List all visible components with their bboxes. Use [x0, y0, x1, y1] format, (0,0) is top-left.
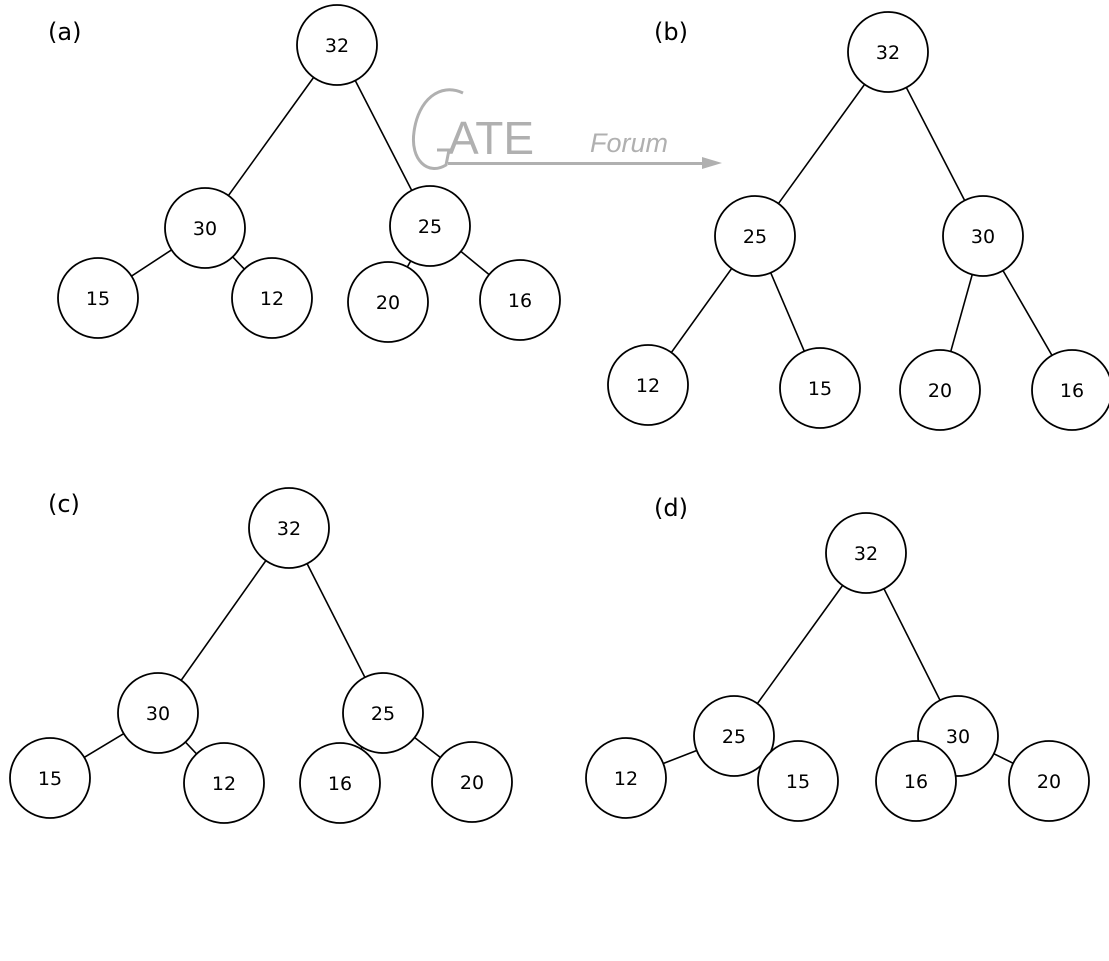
- tree-node: 12: [607, 344, 689, 426]
- node-value: 15: [808, 378, 832, 400]
- tree-node: 32: [296, 4, 378, 86]
- node-value: 12: [260, 288, 284, 310]
- node-value: 32: [876, 42, 900, 64]
- node-circle: [825, 512, 907, 594]
- panel-label-a: (a): [48, 18, 81, 46]
- tree-node: 15: [57, 257, 139, 339]
- tree-node: 25: [342, 672, 424, 754]
- tree-node: 12: [183, 742, 265, 824]
- node-value: 30: [146, 703, 170, 725]
- node-circle: [389, 185, 471, 267]
- node-circle: [248, 487, 330, 569]
- node-circle: [1031, 349, 1109, 431]
- node-value: 16: [1060, 380, 1084, 402]
- node-circle: [342, 672, 424, 754]
- tree-node: 16: [479, 259, 561, 341]
- node-value: 12: [636, 375, 660, 397]
- tree-node: 25: [389, 185, 471, 267]
- node-circle: [942, 195, 1024, 277]
- node-value: 25: [371, 703, 395, 725]
- node-circle: [757, 740, 839, 822]
- node-value: 15: [786, 771, 810, 793]
- node-value: 20: [460, 772, 484, 794]
- node-value: 30: [193, 218, 217, 240]
- tree-node: 15: [779, 347, 861, 429]
- tree-node: 30: [117, 672, 199, 754]
- panel-c: (c) 32 30 25 15 12 16 20: [9, 487, 513, 824]
- node-value: 25: [418, 216, 442, 238]
- tree-node: 12: [231, 257, 313, 339]
- panel-d: (d) 32 25 30 12 15 16 20: [585, 494, 1090, 822]
- tree-node: 12: [585, 737, 667, 819]
- tree-node: 20: [1008, 740, 1090, 822]
- node-value: 12: [614, 768, 638, 790]
- node-value: 25: [743, 226, 767, 248]
- tree-node: 15: [9, 737, 91, 819]
- tree-node: 32: [847, 11, 929, 93]
- watermark-arrow: [448, 157, 722, 169]
- node-value: 32: [277, 518, 301, 540]
- node-circle: [607, 344, 689, 426]
- gate-forum-watermark: ATE Forum: [411, 88, 722, 170]
- tree-node: 32: [825, 512, 907, 594]
- node-value: 25: [722, 726, 746, 748]
- tree-node: 30: [164, 187, 246, 269]
- node-circle: [183, 742, 265, 824]
- tree-node: 20: [899, 349, 981, 431]
- node-circle: [299, 742, 381, 824]
- node-circle: [779, 347, 861, 429]
- tree-node: 16: [875, 740, 957, 822]
- node-value: 16: [328, 773, 352, 795]
- tree-node: 32: [248, 487, 330, 569]
- node-circle: [57, 257, 139, 339]
- tree-node: 16: [1031, 349, 1109, 431]
- node-value: 30: [971, 226, 995, 248]
- node-value: 30: [946, 726, 970, 748]
- tree-node: 20: [347, 261, 429, 343]
- panel-a: (a) 32 30 25 15 12 20 16: [48, 4, 561, 343]
- node-value: 20: [1037, 771, 1061, 793]
- panel-label-c: (c): [48, 490, 80, 518]
- node-circle: [585, 737, 667, 819]
- node-circle: [164, 187, 246, 269]
- node-circle: [714, 195, 796, 277]
- node-value: 16: [508, 290, 532, 312]
- node-value: 20: [928, 380, 952, 402]
- node-circle: [296, 4, 378, 86]
- watermark-g-swash: [411, 88, 464, 170]
- node-value: 32: [854, 543, 878, 565]
- tree-node: 16: [299, 742, 381, 824]
- node-circle: [693, 695, 775, 777]
- node-value: 15: [86, 288, 110, 310]
- tree-node: 30: [942, 195, 1024, 277]
- node-circle: [9, 737, 91, 819]
- node-value: 20: [376, 292, 400, 314]
- node-circle: [117, 672, 199, 754]
- panel-label-d: (d): [654, 494, 688, 522]
- node-circle: [231, 257, 313, 339]
- node-circle: [875, 740, 957, 822]
- node-circle: [479, 259, 561, 341]
- node-circle: [431, 741, 513, 823]
- node-circle: [1008, 740, 1090, 822]
- watermark-word: Forum: [590, 128, 668, 158]
- node-circle: [899, 349, 981, 431]
- tree-node: 25: [693, 695, 775, 777]
- node-value: 16: [904, 771, 928, 793]
- panel-label-b: (b): [654, 18, 688, 46]
- panel-b: (b) 32 25 30 12 15 20 16: [607, 11, 1109, 431]
- node-circle: [847, 11, 929, 93]
- tree-node: 25: [714, 195, 796, 277]
- node-value: 12: [212, 773, 236, 795]
- node-value: 15: [38, 768, 62, 790]
- tree-node: 15: [757, 740, 839, 822]
- node-circle: [347, 261, 429, 343]
- node-value: 32: [325, 35, 349, 57]
- watermark-letters: ATE: [448, 112, 534, 164]
- tree-node: 20: [431, 741, 513, 823]
